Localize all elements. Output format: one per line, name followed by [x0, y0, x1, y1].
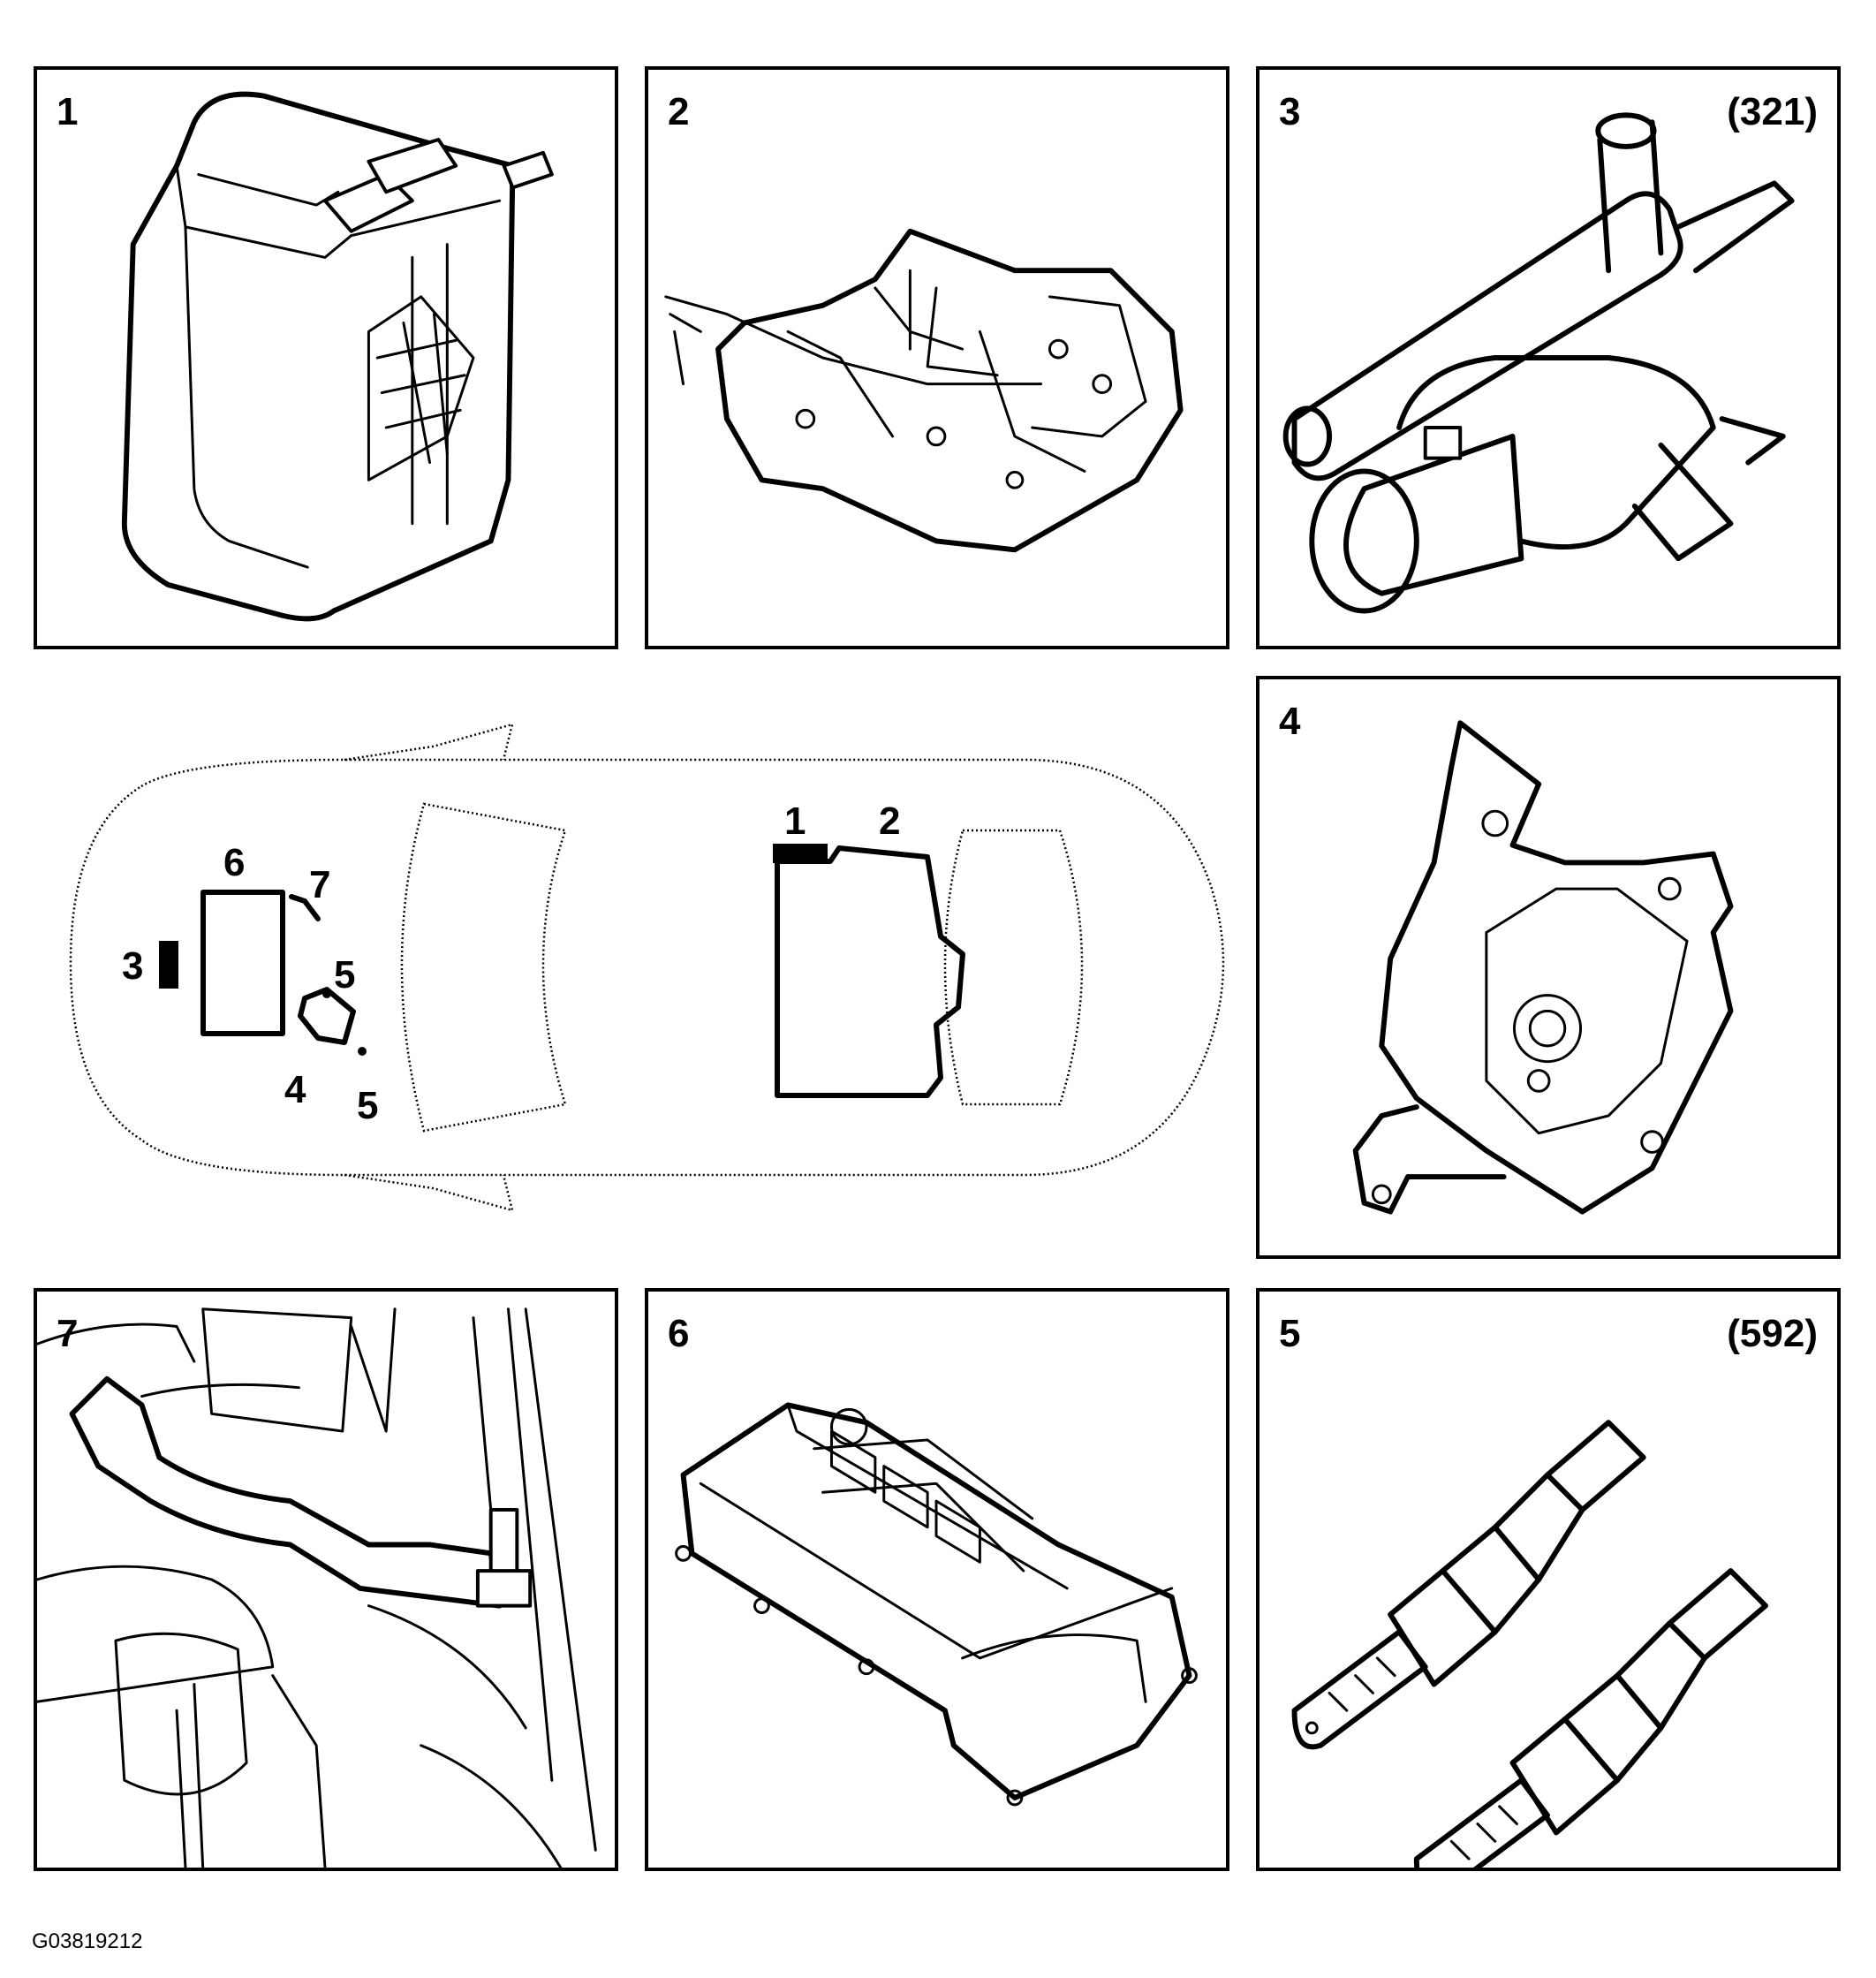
figure-id: G03819212 — [32, 1929, 143, 1953]
overview-callout-3: 3 — [122, 944, 144, 988]
overview-callout-6: 6 — [223, 841, 246, 884]
overview-callout-5a: 5 — [334, 953, 356, 997]
purge-valve-illustration — [1282, 112, 1795, 614]
panel-3-purge-valve: 3 (321) — [1256, 66, 1841, 649]
vehicle-outline — [69, 723, 1225, 1212]
panel-number: 4 — [1279, 700, 1301, 743]
valve-cover-illustration — [675, 1402, 1198, 1807]
panel-reference: (592) — [1727, 1312, 1818, 1355]
panel-6-valve-cover: 6 — [645, 1288, 1229, 1871]
overview-callout-7: 7 — [309, 863, 331, 906]
panel-4-heat-shield: 4 — [1256, 676, 1841, 1259]
panel-number: 5 — [1279, 1312, 1301, 1355]
overview-callout-5b: 5 — [357, 1084, 379, 1127]
overview-callout-1: 1 — [784, 800, 806, 843]
panel-5-oxygen-sensors: 5 (592) — [1256, 1288, 1841, 1871]
heat-shield-illustration — [1352, 720, 1734, 1215]
panel-reference: (321) — [1727, 90, 1818, 133]
panel-2-fuel-tank-area: 2 — [645, 66, 1229, 649]
vehicle-overview: 1 2 3 4 5 5 6 7 — [53, 707, 1237, 1219]
overview-callout-2: 2 — [879, 800, 901, 843]
hose-connection-illustration — [37, 1307, 597, 1868]
fuel-tank-illustration — [664, 228, 1184, 553]
panel-number: 1 — [57, 90, 79, 133]
overview-callout-4: 4 — [284, 1068, 306, 1111]
panel-number: 2 — [668, 90, 690, 133]
panel-1-evap-canister: 1 — [34, 66, 618, 649]
oxygen-sensors-illustration — [1291, 1420, 1768, 1868]
evap-canister-illustration — [121, 91, 554, 622]
panel-7-hose-connection: 7 — [34, 1288, 618, 1871]
panel-number: 3 — [1279, 90, 1301, 133]
panel-number: 6 — [668, 1312, 690, 1355]
